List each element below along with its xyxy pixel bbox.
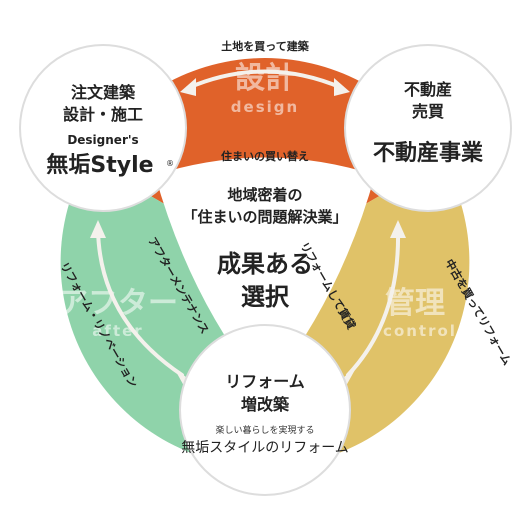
reform-tagline: 楽しい暮らしを実現する [215, 424, 314, 436]
arrow-design-head-left [180, 78, 196, 96]
circle-architecture-bg [19, 44, 187, 212]
management-watermark-jp: 管理 [385, 286, 445, 321]
reform-title-2: 増改築 [241, 395, 290, 414]
design-watermark-jp: 設計 [235, 61, 295, 96]
circle-realestate: 不動産 売買 不動産事業 [344, 44, 512, 212]
realestate-title-2: 売買 [412, 102, 444, 121]
realestate-title-1: 不動産 [404, 80, 452, 99]
management-watermark-en: control [383, 322, 457, 340]
double-arrows [90, 69, 406, 386]
center-line-1: 地域密着の [227, 186, 302, 204]
design-bottom-label: 住まいの買い替え [221, 149, 309, 163]
architecture-title-1: 注文建築 [71, 83, 136, 102]
circle-realestate-bg [344, 44, 512, 212]
reform-title-1: リフォーム [225, 372, 305, 391]
reform-brand: 無垢スタイルのリフォーム [181, 440, 349, 456]
circle-architecture: 注文建築 設計・施工 Designer's 無垢Style ® [19, 44, 187, 212]
center-line-2: 「住まいの問題解決業」 [182, 208, 347, 226]
arrow-management [346, 228, 401, 377]
arrow-management-head-top [390, 220, 406, 238]
center-result-2: 選択 [241, 283, 290, 311]
center-hub [155, 157, 375, 392]
circle-reform: リフォーム 増改築 楽しい暮らしを実現する 無垢スタイルのリフォーム [179, 324, 351, 496]
arrow-after [96, 228, 184, 377]
circle-reform-bg [179, 324, 351, 496]
architecture-brand-mark: ® [166, 159, 174, 168]
design-watermark-en: design [231, 98, 299, 116]
architecture-brand-main: 無垢Style [46, 152, 153, 178]
realestate-business: 不動産事業 [373, 140, 484, 166]
architecture-brand-sub: Designer's [67, 133, 138, 147]
architecture-title-2: 設計・施工 [63, 105, 143, 124]
design-top-label: 土地を買って建築 [221, 39, 309, 53]
arrow-after-head-top [90, 220, 106, 238]
arrow-design-head-right [334, 78, 350, 96]
arrow-design [186, 69, 344, 90]
center-result-1: 成果ある [217, 250, 313, 278]
